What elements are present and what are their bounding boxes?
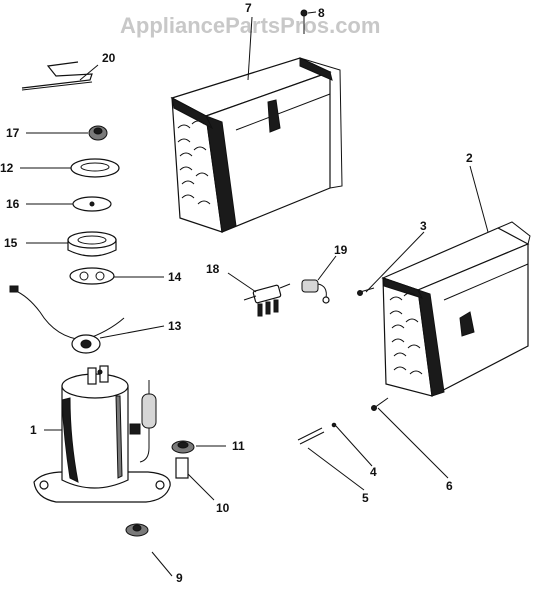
terminal-bracket[interactable] <box>69 267 115 285</box>
callout-14: 14 <box>168 270 182 284</box>
condenser-coil[interactable] <box>381 221 531 397</box>
callout-7: 7 <box>245 1 252 15</box>
terminal-cover[interactable] <box>70 158 120 178</box>
screw-top[interactable] <box>300 9 308 34</box>
terminal-gasket[interactable] <box>72 196 112 212</box>
reversing-valve[interactable] <box>243 283 291 317</box>
valve-solenoid-coil[interactable] <box>301 279 330 304</box>
pin-and-sleeve[interactable] <box>297 422 337 445</box>
tube-bracket[interactable] <box>21 61 93 91</box>
callout-17: 17 <box>6 126 20 140</box>
callout-16: 16 <box>6 197 20 211</box>
overload-harness[interactable] <box>9 285 125 354</box>
callout-13: 13 <box>168 319 182 333</box>
callout-1: 1 <box>30 423 37 437</box>
callout-4: 4 <box>370 465 377 479</box>
callout-19: 19 <box>334 243 348 257</box>
callout-18: 18 <box>206 262 220 276</box>
callout-11: 11 <box>232 439 245 453</box>
callout-2: 2 <box>466 151 473 165</box>
callout-10: 10 <box>216 501 230 515</box>
callout-8: 8 <box>318 6 325 20</box>
callout-12: 12 <box>0 161 14 175</box>
screw-condenser-upper[interactable] <box>357 287 375 296</box>
callout-5: 5 <box>362 491 369 505</box>
watermark-logo: AppliancePartsPros.com <box>120 13 380 38</box>
callout-6: 6 <box>446 479 453 493</box>
callout-20: 20 <box>102 51 116 65</box>
callout-leaders <box>20 11 489 577</box>
callout-3: 3 <box>420 219 427 233</box>
evaporator-coil[interactable] <box>170 57 343 233</box>
compressor[interactable] <box>33 365 195 537</box>
insulation-sleeve[interactable] <box>67 231 117 257</box>
callout-9: 9 <box>176 571 183 585</box>
terminal-nut[interactable] <box>88 125 108 141</box>
callout-15: 15 <box>4 236 18 250</box>
screw-condenser-lower[interactable] <box>371 397 389 411</box>
callout-labels: 7 8 2 3 4 5 6 20 17 12 16 15 14 13 18 19… <box>0 1 473 585</box>
